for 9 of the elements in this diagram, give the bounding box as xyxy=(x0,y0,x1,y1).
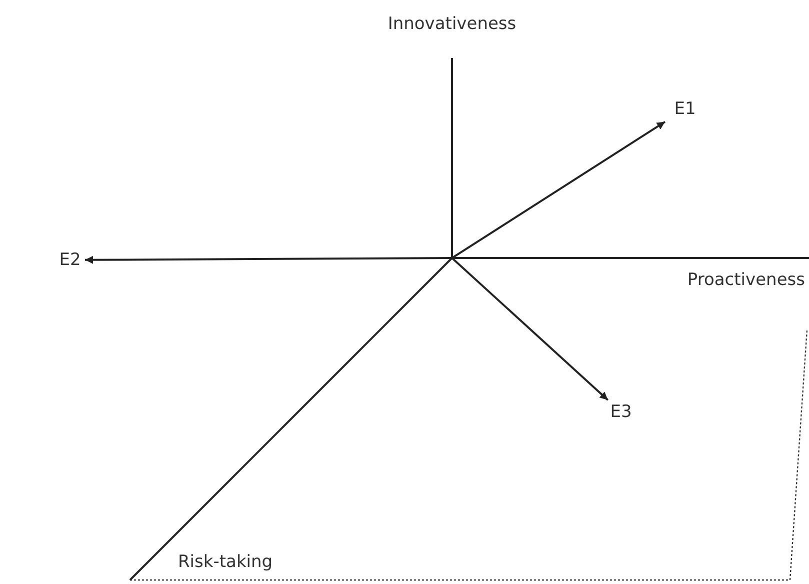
vector-label: E3 xyxy=(610,404,632,420)
axis-label: Proactiveness xyxy=(686,270,805,292)
arrow xyxy=(451,257,608,401)
axis-label: Risk-taking xyxy=(178,552,274,574)
axis-label: Innovativeness xyxy=(386,14,518,36)
arrow xyxy=(85,256,452,264)
vector-label: E2 xyxy=(59,252,81,268)
arrow xyxy=(451,120,666,259)
vector-label: E1 xyxy=(674,100,696,118)
